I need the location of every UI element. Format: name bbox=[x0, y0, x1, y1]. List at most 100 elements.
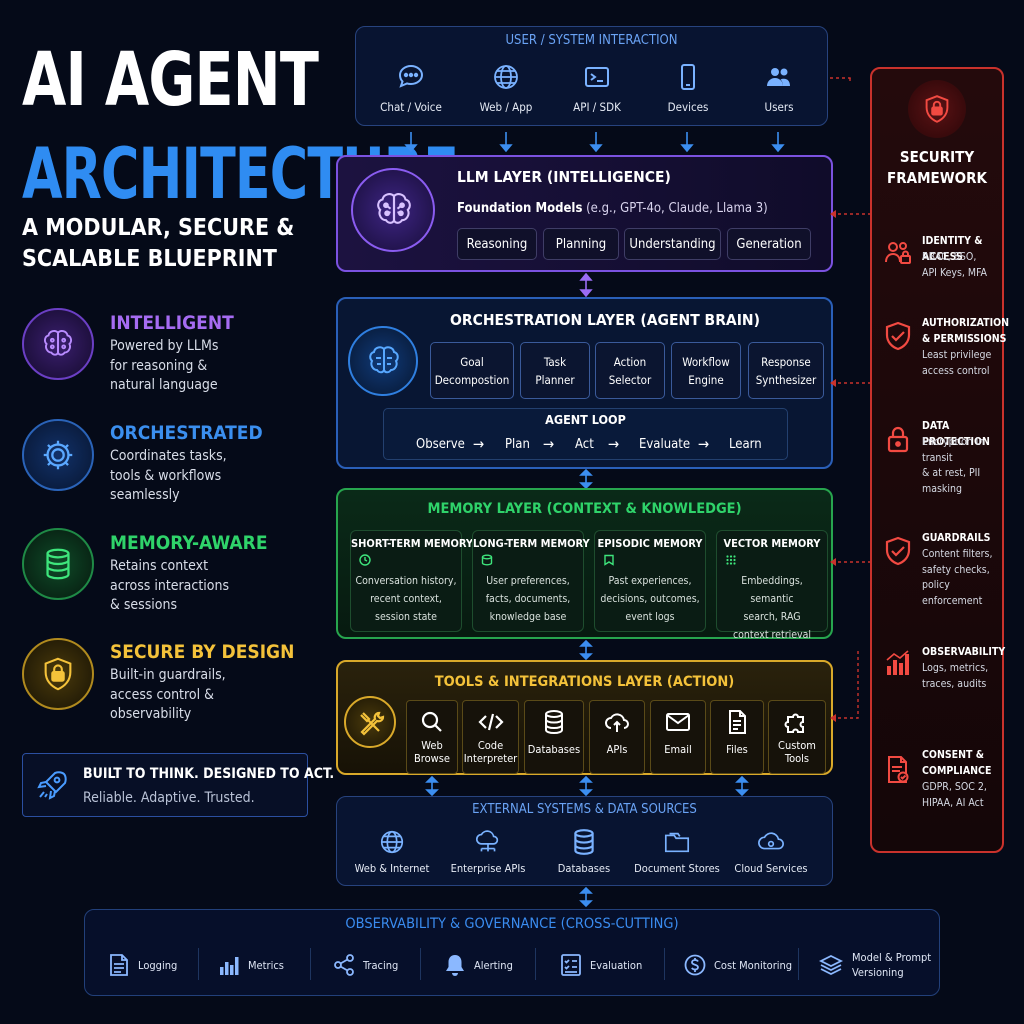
feature-description: Coordinates tasks, tools & workflows sea… bbox=[110, 448, 227, 503]
storage-icon bbox=[481, 554, 493, 566]
separator bbox=[798, 948, 799, 980]
user-item-web[interactable]: Web / App bbox=[475, 62, 537, 114]
file-icon bbox=[724, 709, 750, 735]
feature-memory-badge bbox=[22, 528, 94, 600]
grid-icon bbox=[725, 554, 737, 566]
flow-arrow-orchestration-memory bbox=[579, 469, 593, 489]
bar-chart-icon bbox=[218, 953, 240, 977]
llm-capability-understanding[interactable]: Understanding bbox=[624, 228, 721, 260]
wrench-screwdriver-icon bbox=[357, 709, 385, 737]
feature-description: Built-in guardrails, access control & ob… bbox=[110, 667, 226, 722]
puzzle-icon bbox=[784, 709, 810, 735]
llm-capability-planning[interactable]: Planning bbox=[543, 228, 619, 260]
tool-databases[interactable]: Databases bbox=[524, 700, 584, 774]
llm-capability-reasoning[interactable]: Reasoning bbox=[457, 228, 537, 260]
agent-loop-step-act: Act bbox=[575, 437, 594, 452]
flow-arrows-tools-external bbox=[425, 775, 749, 797]
memory-long-term[interactable]: LONG-TERM MEMORY User preferences,facts,… bbox=[472, 530, 590, 632]
external-web-internet[interactable]: Web & Internet bbox=[350, 828, 434, 876]
cloud-network-icon bbox=[474, 828, 502, 856]
checklist-icon bbox=[560, 953, 582, 977]
loop-arrow: → bbox=[698, 435, 710, 453]
security-guardrails[interactable]: GUARDRAILS Content filters,safety checks… bbox=[884, 530, 1004, 607]
separator bbox=[535, 948, 536, 980]
feature-heading: ORCHESTRATED bbox=[110, 422, 263, 444]
database-icon bbox=[541, 709, 567, 735]
user-item-devices[interactable]: Devices bbox=[657, 62, 719, 114]
feature-heading: INTELLIGENT bbox=[110, 312, 234, 334]
chat-icon bbox=[396, 62, 426, 92]
tool-apis[interactable]: APIs bbox=[589, 700, 645, 774]
share-icon bbox=[333, 953, 355, 977]
external-databases[interactable]: Databases bbox=[542, 828, 626, 876]
rocket-icon bbox=[35, 768, 69, 802]
llm-capability-generation[interactable]: Generation bbox=[727, 228, 811, 260]
observability-alerting[interactable]: Alerting bbox=[444, 950, 513, 980]
observability-tracing[interactable]: Tracing bbox=[333, 950, 398, 980]
observability-metrics[interactable]: Metrics bbox=[218, 950, 284, 980]
hero-title-line1: AI AGENT bbox=[22, 37, 319, 123]
loop-arrow: → bbox=[608, 435, 620, 453]
user-item-api[interactable]: API / SDK bbox=[566, 62, 628, 114]
globe-icon bbox=[378, 828, 406, 856]
tools-wrench-badge bbox=[344, 696, 396, 748]
separator bbox=[420, 948, 421, 980]
tool-email[interactable]: Email bbox=[650, 700, 706, 774]
loop-arrow: → bbox=[473, 435, 485, 453]
database-icon bbox=[39, 545, 77, 583]
user-item-chat[interactable]: Chat / Voice bbox=[380, 62, 442, 114]
email-icon bbox=[665, 709, 691, 735]
agent-loop-step-learn: Learn bbox=[729, 437, 762, 452]
feature-secure-badge bbox=[22, 638, 94, 710]
external-document-stores[interactable]: Document Stores bbox=[634, 828, 720, 876]
code-icon bbox=[477, 709, 504, 735]
bell-icon bbox=[444, 953, 466, 977]
phone-icon bbox=[673, 62, 703, 92]
flow-arrow-memory-tools bbox=[579, 640, 593, 660]
separator bbox=[198, 948, 199, 980]
observability-logging[interactable]: Logging bbox=[108, 950, 177, 980]
brain-icon bbox=[364, 342, 404, 382]
layer-title: USER / SYSTEM INTERACTION bbox=[505, 33, 678, 48]
cloud-icon bbox=[757, 828, 785, 856]
security-observability[interactable]: OBSERVABILITY Logs, metrics,traces, audi… bbox=[884, 644, 1005, 694]
llm-foundation-models: Foundation Models (e.g., GPT-4o, Claude,… bbox=[457, 201, 768, 216]
observability-evaluation[interactable]: Evaluation bbox=[560, 950, 642, 980]
document-icon bbox=[108, 953, 130, 977]
tool-files[interactable]: Files bbox=[710, 700, 764, 774]
observability-cost-monitoring[interactable]: Cost Monitoring bbox=[684, 950, 792, 980]
security-data-protection[interactable]: DATA PROTECTION Encryption in transit& a… bbox=[884, 418, 1004, 495]
memory-short-term[interactable]: SHORT-TERM MEMORY Conversation history,r… bbox=[350, 530, 473, 632]
globe-icon bbox=[491, 62, 521, 92]
observability-title: OBSERVABILITY & GOVERNANCE (CROSS-CUTTIN… bbox=[345, 916, 679, 932]
folder-icon bbox=[663, 828, 691, 856]
security-consent-compliance[interactable]: CONSENT &COMPLIANCE GDPR, SOC 2,HIPAA, A… bbox=[884, 747, 1004, 813]
cloud-upload-icon bbox=[604, 709, 630, 735]
external-layer-title: EXTERNAL SYSTEMS & DATA SOURCES bbox=[472, 802, 697, 817]
memory-episodic[interactable]: EPISODIC MEMORY Past experiences,decisio… bbox=[594, 530, 706, 632]
agent-loop-step-evaluate: Evaluate bbox=[639, 437, 691, 452]
feature-orchestrated-badge bbox=[22, 419, 94, 491]
security-authorization[interactable]: AUTHORIZATION& PERMISSIONS Least privile… bbox=[884, 315, 1009, 381]
shield-check-icon bbox=[884, 321, 912, 351]
external-cloud-services[interactable]: Cloud Services bbox=[728, 828, 814, 876]
search-icon bbox=[419, 709, 445, 735]
feature-heading: MEMORY-AWARE bbox=[110, 532, 268, 554]
terminal-icon bbox=[582, 62, 612, 92]
external-enterprise-apis[interactable]: Enterprise APIs bbox=[446, 828, 530, 876]
security-identity-access[interactable]: IDENTITY & ACCESS RBAC, SSO,API Keys, MF… bbox=[884, 233, 1004, 283]
feature-description: Powered by LLMs for reasoning & natural … bbox=[110, 338, 219, 393]
user-item-users[interactable]: Users bbox=[748, 62, 810, 114]
lock-icon bbox=[884, 424, 912, 454]
feature-intelligent-badge bbox=[22, 308, 94, 380]
